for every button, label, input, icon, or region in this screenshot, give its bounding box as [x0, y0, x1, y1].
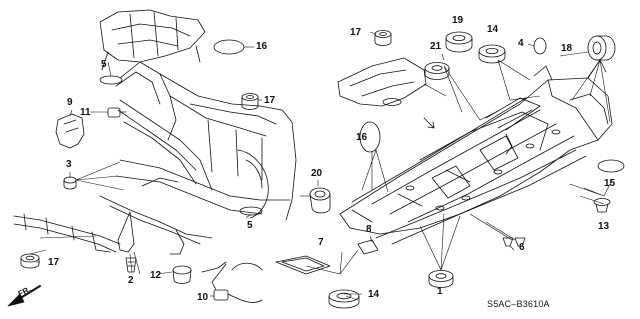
part-19-grommet: [445, 31, 473, 53]
callout-17-left: 17: [48, 257, 60, 268]
callout-14-top: 14: [487, 24, 499, 35]
part-14-grommet-top: [478, 44, 506, 64]
callout-9: 9: [67, 97, 73, 108]
part-4-seal: [533, 37, 547, 55]
callout-10: 10: [197, 292, 209, 303]
diagram-part-code: S5AC–B3610A: [487, 299, 550, 309]
callout-21: 21: [430, 41, 442, 52]
part-17-grommet-floor: [374, 30, 392, 46]
left-side-rail: [13, 213, 121, 253]
part-16-seal-floor: [359, 121, 381, 153]
front-direction-arrow-icon: [7, 285, 41, 307]
part-3-grommet: [63, 176, 77, 190]
part-5-seal-top: [99, 75, 123, 85]
part-13-plug: [593, 198, 611, 213]
callout-14-bottom: 14: [368, 289, 380, 300]
callout-5-bottom: 5: [247, 220, 253, 231]
part-7-plate: [275, 255, 331, 275]
part-20-grommet: [309, 187, 331, 214]
floor-pan: [337, 57, 613, 245]
callout-18: 18: [561, 43, 573, 54]
callout-3: 3: [66, 159, 72, 170]
callout-15: 15: [604, 178, 616, 189]
front-engine-compartment: [99, 9, 297, 255]
part-16-seal-front: [213, 39, 245, 55]
callout-13: 13: [598, 221, 610, 232]
part-12-cap: [172, 265, 192, 284]
callout-7: 7: [318, 237, 324, 248]
callout-19: 19: [452, 15, 464, 26]
part-17-grommet-upper: [241, 93, 259, 110]
part-5-seal-bottom: [239, 206, 263, 216]
callout-17-floor: 17: [350, 27, 362, 38]
part-17-grommet-left: [20, 253, 40, 269]
callout-5-top: 5: [101, 59, 107, 70]
part-10-bracket: [201, 261, 263, 303]
part-14-grommet-bottom: [328, 289, 360, 309]
part-21-grommet: [424, 62, 450, 80]
part-1-grommet: [428, 270, 454, 288]
callout-4: 4: [518, 38, 524, 49]
part-18-grommet: [587, 35, 616, 61]
part-15-seal: [597, 159, 625, 173]
callout-17-upper: 17: [264, 95, 276, 106]
callout-20: 20: [311, 168, 323, 179]
small-arrow-icon: [423, 117, 435, 129]
part-8-seal: [357, 239, 379, 255]
part-11-plug: [107, 107, 127, 118]
callout-2: 2: [128, 275, 134, 286]
callout-1: 1: [437, 286, 443, 297]
callout-16-floor: 16: [356, 132, 368, 143]
part-9-bracket: [55, 113, 85, 149]
callout-12: 12: [150, 270, 162, 281]
callout-11: 11: [80, 107, 91, 118]
callout-8: 8: [366, 224, 372, 235]
callout-6: 6: [519, 242, 525, 253]
leader-lines: [29, 31, 613, 301]
callout-16-front: 16: [256, 41, 268, 52]
